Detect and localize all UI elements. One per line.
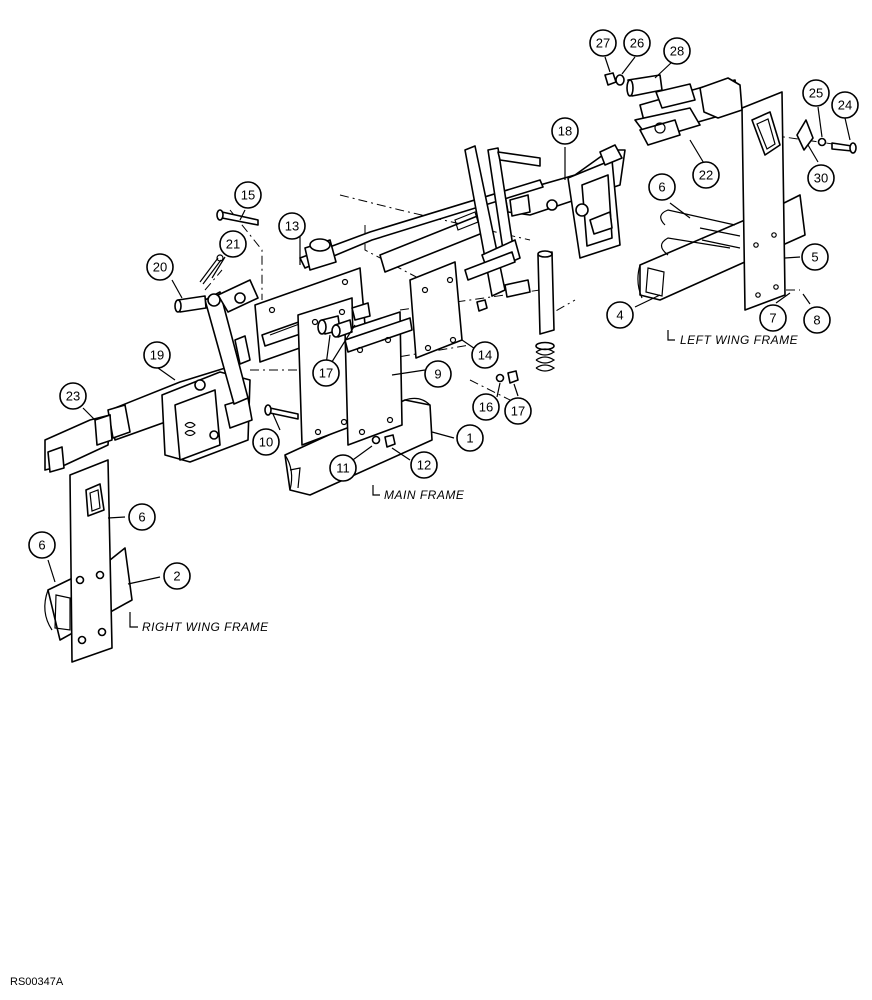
nut-28 — [604, 72, 617, 86]
callout-23: 22 — [692, 161, 720, 189]
callout-19: 18 — [551, 117, 579, 145]
u-bolt-left — [660, 209, 741, 256]
callout-11: 11 — [329, 454, 357, 482]
svg-text:4: 4 — [616, 308, 623, 323]
label-left-wing-frame: LEFT WING FRAME — [680, 333, 799, 347]
right-wing-bracket-24 — [44, 414, 113, 473]
svg-text:22: 22 — [699, 168, 713, 183]
spring-rod — [535, 250, 556, 372]
svg-text:25: 25 — [809, 86, 823, 101]
callout-27: 26 — [623, 29, 651, 57]
pin-short — [504, 279, 531, 298]
svg-text:10: 10 — [259, 435, 273, 450]
svg-text:1: 1 — [466, 431, 473, 446]
plate-9 — [344, 311, 413, 446]
svg-text:23: 23 — [66, 389, 80, 404]
callout-13: 13 — [278, 212, 306, 240]
link-arm-vertical — [464, 145, 541, 297]
callout-4: 5 — [801, 243, 829, 271]
callout-15: 15 — [234, 181, 262, 209]
callout-22: 21 — [219, 230, 247, 258]
callout-14: 14 — [471, 341, 499, 369]
figure-id: RS00347A — [10, 976, 64, 988]
bolt-25 — [831, 142, 857, 154]
svg-text:11: 11 — [336, 461, 350, 476]
callout-10: 10 — [252, 428, 280, 456]
svg-text:6: 6 — [658, 180, 665, 195]
callout-16: 16 — [472, 393, 500, 421]
left-wing-plate — [741, 91, 786, 311]
pin-21 — [174, 295, 207, 313]
svg-text:12: 12 — [417, 458, 431, 473]
svg-text:15: 15 — [241, 188, 255, 203]
svg-text:8: 8 — [813, 313, 820, 328]
callout-7: 7 — [759, 304, 787, 332]
svg-text:17: 17 — [319, 366, 333, 381]
bolt-15 — [216, 209, 259, 226]
svg-text:5: 5 — [811, 250, 818, 265]
pin-29 — [626, 74, 663, 97]
svg-text:9: 9 — [434, 367, 441, 382]
callout-2: 2 — [163, 562, 191, 590]
callout-18: 17 — [312, 359, 340, 387]
callout-1: 1 — [456, 424, 484, 452]
svg-text:30: 30 — [814, 171, 828, 186]
spring-bracket-19 — [504, 144, 626, 259]
callout-8: 8 — [803, 306, 831, 334]
nut-washer-11-12 — [371, 434, 396, 448]
svg-text:14: 14 — [478, 348, 492, 363]
callout-21: 20 — [146, 253, 174, 281]
small-nut — [476, 299, 488, 312]
svg-text:18: 18 — [558, 124, 572, 139]
washer-27 — [615, 74, 625, 86]
svg-text:24: 24 — [838, 98, 852, 113]
callout-3: 4 — [606, 301, 634, 329]
spacers-18 — [317, 302, 371, 338]
svg-text:28: 28 — [670, 44, 684, 59]
svg-text:13: 13 — [285, 219, 299, 234]
svg-text:27: 27 — [596, 36, 610, 51]
svg-text:21: 21 — [226, 237, 240, 252]
cotter-pin-22 — [199, 254, 224, 285]
svg-text:2: 2 — [173, 569, 180, 584]
callout-5: 6 — [128, 503, 156, 531]
washer-26 — [817, 137, 827, 147]
callout-20: 19 — [143, 341, 171, 369]
callout-29: 28 — [663, 37, 691, 65]
bolt-10 — [264, 404, 299, 420]
svg-text:7: 7 — [769, 311, 776, 326]
callout-30: 30 — [807, 164, 835, 192]
label-right-wing-frame: RIGHT WING FRAME — [142, 620, 269, 634]
svg-text:16: 16 — [479, 400, 493, 415]
svg-text:6: 6 — [138, 510, 145, 525]
callout-6-left: 6 — [648, 173, 676, 201]
link-arm-right — [204, 279, 259, 405]
label-main-frame: MAIN FRAME — [384, 488, 465, 502]
right-wing-plate — [69, 459, 113, 663]
svg-text:20: 20 — [153, 260, 167, 275]
callout-12: 12 — [410, 451, 438, 479]
callout-25: 24 — [831, 91, 859, 119]
callout-17: 17 — [504, 397, 532, 425]
callout-9: 9 — [424, 360, 452, 388]
wear-plate-30 — [796, 119, 814, 151]
svg-text:26: 26 — [630, 36, 644, 51]
right-arm-20 — [161, 371, 253, 463]
svg-text:6: 6 — [38, 538, 45, 553]
callout-26: 25 — [802, 79, 830, 107]
callouts: 27 26 28 25 24 30 22 18 6 5 4 7 8 15 13 … — [28, 29, 859, 590]
callout-24: 23 — [59, 382, 87, 410]
plate-14 — [409, 261, 463, 359]
leader-lines — [47, 56, 851, 628]
callout-6-right: 6 — [28, 531, 56, 559]
callout-28: 27 — [589, 29, 617, 57]
svg-text:19: 19 — [150, 348, 164, 363]
svg-text:17: 17 — [511, 404, 525, 419]
bracket-23 — [634, 107, 701, 146]
nut-washer-16-17 — [495, 370, 519, 384]
